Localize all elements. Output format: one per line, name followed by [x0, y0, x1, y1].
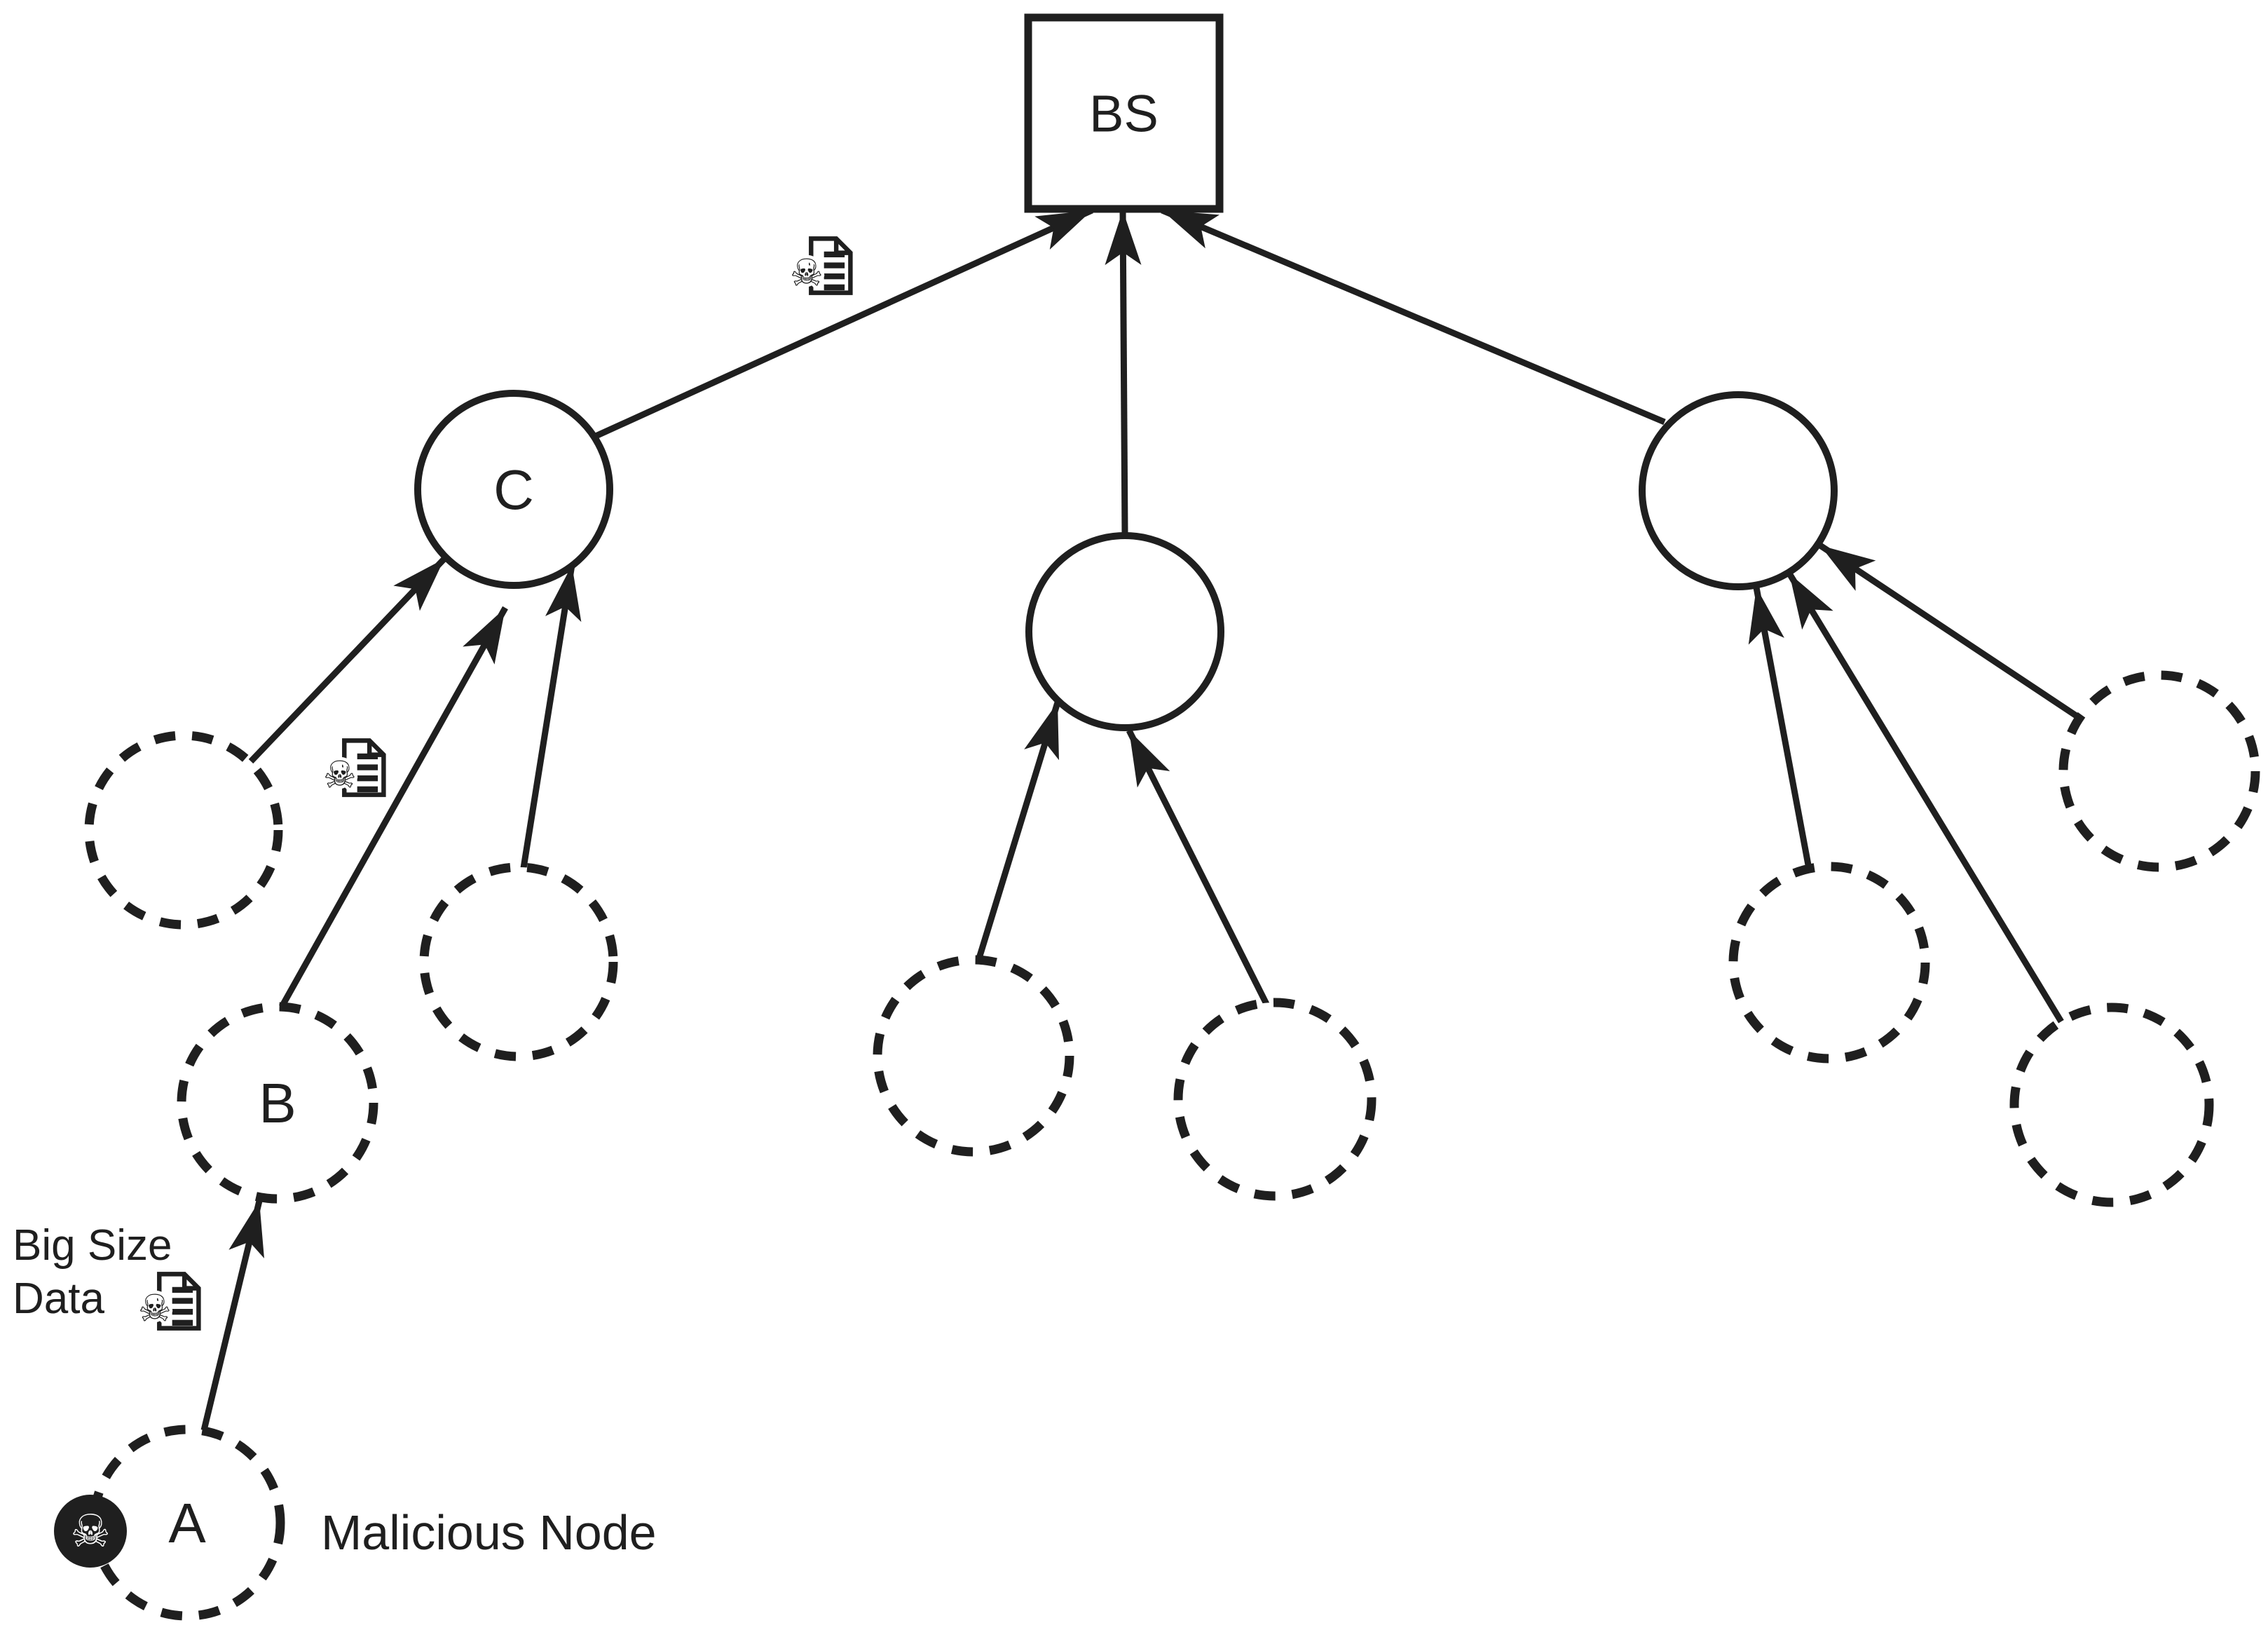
edge-D2-to-C — [520, 564, 582, 869]
sensor-node-D6 — [2058, 670, 2260, 872]
cluster-head-node-C — [414, 390, 613, 589]
sensor-node-D7 — [2009, 1003, 2214, 1207]
sensor-node-A — [89, 1425, 285, 1621]
edge-D6-to-CH3 — [1818, 543, 2082, 721]
sensor-node-D1 — [84, 731, 283, 930]
malicious-data-icon — [790, 238, 850, 294]
node-label-B: B — [259, 1072, 296, 1134]
edge-D7-to-CH3 — [1787, 571, 2065, 1025]
malicious-badge — [54, 1495, 127, 1568]
sensor-node-D2 — [419, 862, 618, 1061]
node-label-C: C — [493, 458, 534, 521]
big-size-data-label-line1: Big Size — [13, 1221, 172, 1270]
edge-D4-to-CH2 — [1126, 728, 1271, 1007]
sensor-node-D3 — [873, 955, 1074, 1157]
nodes-layer: BS C B A ☠ — [54, 13, 2260, 1621]
cluster-head-node-CH3 — [1639, 391, 1838, 590]
edge-C-to-BS — [594, 207, 1093, 440]
malicious-node-label: Malicious Node — [321, 1505, 657, 1560]
malicious-data-icon — [323, 740, 383, 796]
malicious-badge-skull-icon: ☠ — [70, 1506, 110, 1558]
edge-CH2-to-BS — [1105, 210, 1142, 536]
edge-D5-to-CH3 — [1748, 587, 1812, 869]
node-label-A: A — [168, 1492, 206, 1554]
sensor-node-D5 — [1728, 862, 1930, 1064]
sensor-node-B — [177, 1002, 378, 1204]
base-station-node — [1024, 13, 1224, 213]
sensor-node-D4 — [1173, 998, 1376, 1201]
cluster-head-node-CH2 — [1025, 532, 1224, 731]
edge-D3-to-CH2 — [975, 701, 1061, 962]
edges-layer — [200, 207, 2082, 1432]
edge-CH3-to-BS — [1161, 207, 1666, 426]
edge-B-to-C — [279, 606, 508, 1009]
edge-A-to-B — [200, 1200, 264, 1432]
edge-D1-to-C — [248, 556, 447, 764]
base-station-label: BS — [1089, 85, 1159, 143]
malicious-data-icon — [138, 1274, 198, 1330]
big-size-data-label-line2: Data — [13, 1275, 104, 1323]
